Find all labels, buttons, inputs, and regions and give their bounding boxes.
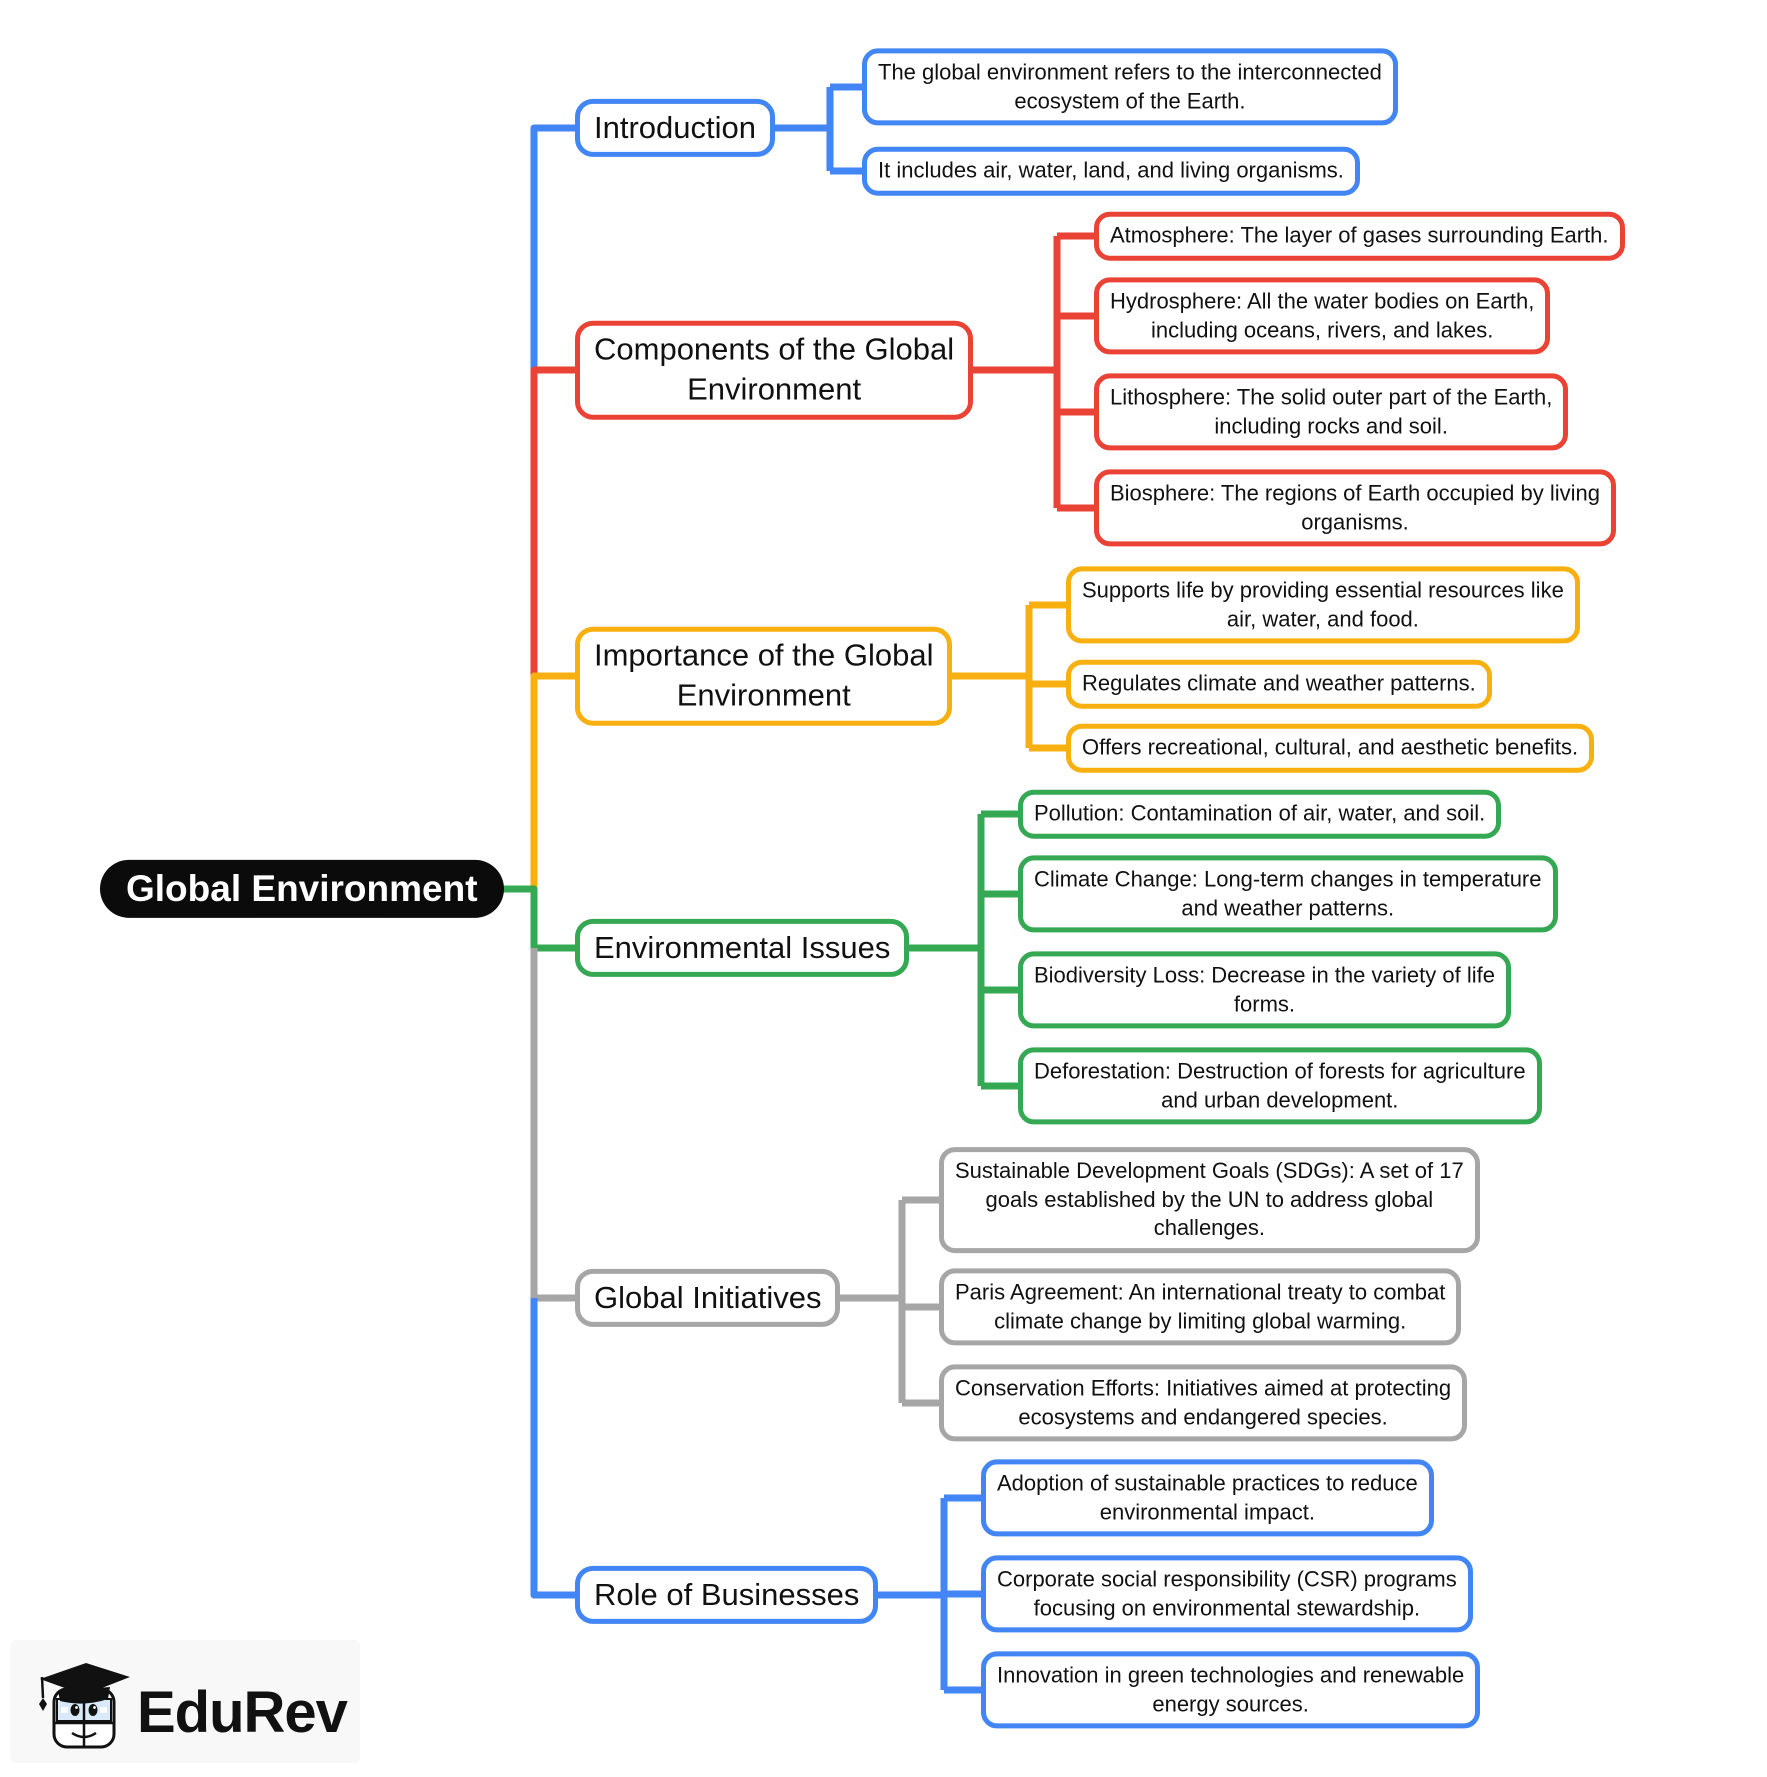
leaf-node: Innovation in green technologies and ren… (981, 1651, 1481, 1729)
leaf-node: Regulates climate and weather patterns. (1066, 659, 1492, 709)
leaf-text: energy sources. (1152, 1691, 1309, 1716)
leaf-node: Deforestation: Destruction of forests fo… (1018, 1047, 1542, 1125)
leaf-text: environmental impact. (1099, 1499, 1315, 1524)
leaf-node: Hydrosphere: All the water bodies on Ear… (1094, 277, 1551, 355)
leaf-node: Adoption of sustainable practices to red… (981, 1459, 1434, 1537)
leaf-node: Pollution: Contamination of air, water, … (1018, 789, 1502, 839)
branch-label-text: Environment (676, 678, 851, 713)
branch-label-components: Components of the Global Environment (575, 320, 974, 420)
branch-label-text: Environment (687, 372, 862, 407)
leaf-text: organisms. (1301, 509, 1409, 534)
leaf-node: Supports life by providing essential res… (1066, 566, 1580, 644)
leaf-text: Offers recreational, cultural, and aesth… (1082, 734, 1579, 760)
leaf-node: Paris Agreement: An international treaty… (939, 1268, 1462, 1346)
branch-label-text: Introduction (594, 109, 756, 145)
edurev-wordmark: EduRev (137, 1680, 348, 1745)
leaf-text: Conservation Efforts: Initiatives aimed … (955, 1375, 1452, 1401)
branch-label-text: Importance of the Global (594, 637, 934, 673)
root-node: Global Environment (100, 859, 504, 919)
branch-label-role-of-businesses: Role of Businesses (575, 1565, 879, 1625)
leaf-text: Hydrosphere: All the water bodies on Ear… (1110, 288, 1535, 314)
leaf-text: Pollution: Contamination of air, water, … (1034, 800, 1486, 826)
leaf-node: Biodiversity Loss: Decrease in the varie… (1018, 951, 1511, 1029)
leaf-text: Lithosphere: The solid outer part of the… (1110, 384, 1553, 410)
leaf-node: The global environment refers to the int… (862, 48, 1398, 126)
leaf-text: and weather patterns. (1181, 895, 1395, 920)
leaf-text: and urban development. (1161, 1087, 1399, 1112)
leaf-text: Biosphere: The regions of Earth occupied… (1110, 480, 1600, 506)
branch-label-introduction: Introduction (575, 98, 775, 158)
leaf-node: Atmosphere: The layer of gases surroundi… (1094, 211, 1625, 261)
branch-label-text: Environmental Issues (594, 929, 891, 965)
leaf-text: forms. (1233, 991, 1296, 1016)
leaf-text: Paris Agreement: An international treaty… (955, 1279, 1446, 1305)
leaf-text: ecosystem of the Earth. (1014, 88, 1246, 113)
leaf-text: Sustainable Development Goals (SDGs): A … (955, 1158, 1464, 1184)
leaf-text: ecosystems and endangered species. (1018, 1404, 1388, 1429)
edurev-mascot-icon (39, 1663, 130, 1749)
leaf-node: Lithosphere: The solid outer part of the… (1094, 373, 1569, 451)
leaf-text: Adoption of sustainable practices to red… (997, 1470, 1418, 1496)
leaf-node: Conservation Efforts: Initiatives aimed … (939, 1364, 1468, 1442)
leaf-text: climate change by limiting global warmin… (994, 1308, 1407, 1333)
leaf-text: It includes air, water, land, and living… (878, 157, 1344, 183)
leaf-text: Atmosphere: The layer of gases surroundi… (1110, 222, 1609, 248)
branch-label-global-initiatives: Global Initiatives (575, 1268, 841, 1328)
branch-label-environmental-issues: Environmental Issues (575, 918, 910, 978)
branch-label-text: Components of the Global (594, 331, 955, 367)
leaf-text: including rocks and soil. (1214, 413, 1448, 438)
leaf-node: It includes air, water, land, and living… (862, 146, 1360, 196)
leaf-text: The global environment refers to the int… (878, 59, 1382, 85)
leaf-node: Climate Change: Long-term changes in tem… (1018, 855, 1558, 933)
branch-label-importance: Importance of the Global Environment (575, 626, 953, 726)
leaf-text: Regulates climate and weather patterns. (1082, 670, 1476, 696)
leaf-node: Sustainable Development Goals (SDGs): A … (939, 1147, 1480, 1253)
leaf-text: focusing on environmental stewardship. (1033, 1595, 1421, 1620)
leaf-text: Supports life by providing essential res… (1082, 577, 1564, 603)
branch-label-text: Role of Businesses (594, 1576, 860, 1612)
leaf-text: Corporate social responsibility (CSR) pr… (997, 1566, 1457, 1592)
leaf-node: Offers recreational, cultural, and aesth… (1066, 723, 1595, 773)
branch-label-text: Global Initiatives (594, 1279, 822, 1315)
trunk-segment-role-of-businesses (530, 1298, 700, 1599)
leaf-node: Biosphere: The regions of Earth occupied… (1094, 469, 1616, 547)
leaf-text: challenges. (1153, 1215, 1266, 1241)
leaf-text: Innovation in green technologies and ren… (997, 1662, 1465, 1688)
leaf-text: Biodiversity Loss: Decrease in the varie… (1034, 962, 1495, 988)
leaf-text: including oceans, rivers, and lakes. (1150, 317, 1494, 342)
leaf-text: goals established by the UN to address g… (985, 1186, 1434, 1212)
trunk-segment-global-initiatives (530, 948, 700, 1302)
root-node-label: Global Environment (126, 867, 478, 909)
leaf-text: Climate Change: Long-term changes in tem… (1034, 866, 1542, 892)
leaf-node: Corporate social responsibility (CSR) pr… (981, 1555, 1473, 1633)
leaf-text: Deforestation: Destruction of forests fo… (1034, 1058, 1526, 1084)
leaf-text: air, water, and food. (1226, 606, 1419, 631)
